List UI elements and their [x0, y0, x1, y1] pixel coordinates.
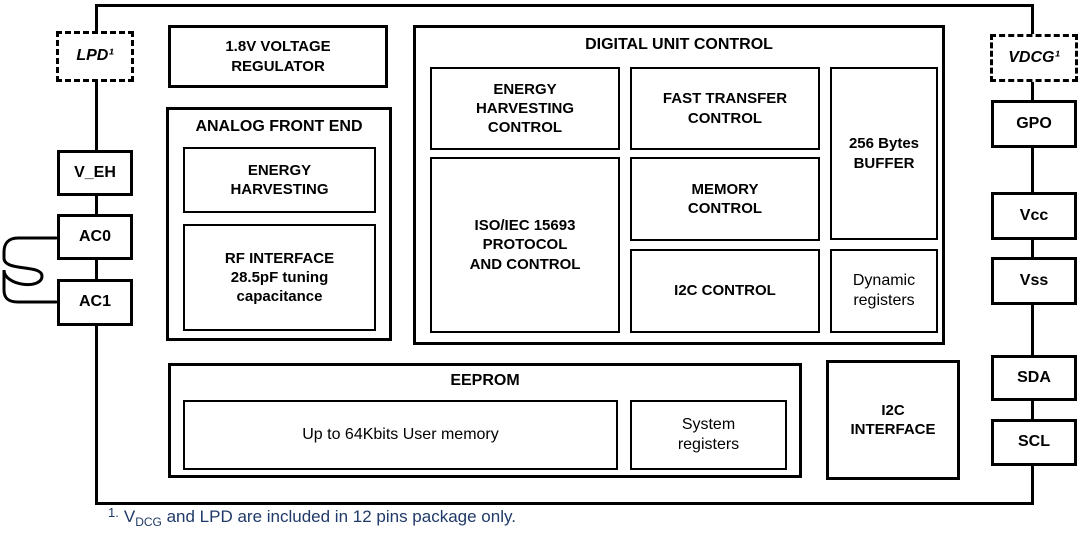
block-memory-control: MEMORY CONTROL	[630, 157, 820, 241]
block-energy-harvesting-label: ENERGY HARVESTING	[230, 161, 329, 198]
block-system-registers: System registers	[630, 400, 787, 470]
pin-ac1-label: AC1	[78, 293, 111, 311]
footnote-subscript: DCG	[135, 515, 162, 529]
pin-vcc-label: Vcc	[1019, 206, 1049, 224]
block-dynamic-registers: Dynamic registers	[830, 249, 938, 333]
pin-sda-label: SDA	[1017, 368, 1051, 386]
pin-v-eh-label: V_EH	[74, 163, 116, 181]
block-i2c-interface-label: I2C INTERFACE	[850, 401, 936, 438]
pin-gpo: GPO	[991, 100, 1077, 148]
pin-ac1: AC1	[57, 279, 133, 326]
pin-vss-label: Vss	[1019, 271, 1049, 289]
block-digital-unit-control-title: DIGITAL UNIT CONTROL	[585, 36, 773, 53]
pin-lpd-label: LPD¹	[76, 47, 114, 65]
pin-v-eh: V_EH	[57, 150, 133, 196]
block-user-memory: Up to 64Kbits User memory	[183, 400, 618, 470]
block-energy-harvesting-control-label: ENERGY HARVESTING CONTROL	[475, 80, 575, 137]
block-fast-transfer-control-label: FAST TRANSFER CONTROL	[662, 90, 788, 127]
antenna-coil-icon	[2, 236, 58, 304]
block-rf-interface: RF INTERFACE 28.5pF tuning capacitance	[183, 224, 376, 331]
pin-scl-label: SCL	[1018, 433, 1050, 451]
block-dynamic-registers-label: Dynamic registers	[852, 271, 916, 309]
pin-vcc: Vcc	[991, 192, 1077, 240]
block-i2c-control: I2C CONTROL	[630, 249, 820, 333]
block-256-bytes-buffer-label: 256 Bytes BUFFER	[848, 135, 920, 172]
footnote-marker: 1.	[108, 505, 119, 520]
block-user-memory-label: Up to 64Kbits User memory	[302, 425, 499, 443]
block-i2c-control-label: I2C CONTROL	[674, 282, 776, 300]
footnote: 1. VDCG and LPD are included in 12 pins p…	[108, 505, 516, 529]
block-analog-front-end-title: ANALOG FRONT END	[195, 118, 363, 135]
block-voltage-regulator-label: 1.8V VOLTAGE REGULATOR	[225, 38, 331, 75]
pin-vdcg: VDCG¹	[990, 34, 1078, 82]
pin-sda: SDA	[991, 355, 1077, 401]
block-system-registers-label: System registers	[677, 415, 740, 453]
block-energy-harvesting: ENERGY HARVESTING	[183, 147, 376, 213]
block-fast-transfer-control: FAST TRANSFER CONTROL	[630, 67, 820, 150]
block-rf-interface-label: RF INTERFACE 28.5pF tuning capacitance	[224, 249, 335, 306]
pin-vss: Vss	[991, 257, 1077, 305]
block-iso-protocol-control: ISO/IEC 15693 PROTOCOL AND CONTROL	[430, 157, 620, 333]
pin-lpd: LPD¹	[56, 31, 134, 82]
footnote-pre: V	[123, 507, 136, 526]
footnote-rest: and LPD are included in 12 pins package …	[161, 507, 516, 526]
pin-ac0-label: AC0	[78, 227, 111, 245]
block-eeprom-title: EEPROM	[450, 372, 520, 389]
block-i2c-interface: I2C INTERFACE	[826, 360, 960, 480]
pin-gpo-label: GPO	[1016, 114, 1052, 132]
block-iso-protocol-control-label: ISO/IEC 15693 PROTOCOL AND CONTROL	[469, 217, 581, 273]
block-voltage-regulator: 1.8V VOLTAGE REGULATOR	[168, 25, 388, 88]
block-256-bytes-buffer: 256 Bytes BUFFER	[830, 67, 938, 240]
pin-scl: SCL	[991, 419, 1077, 466]
block-memory-control-label: MEMORY CONTROL	[687, 180, 763, 217]
pin-ac0: AC0	[57, 214, 133, 260]
pin-vdcg-label: VDCG¹	[1008, 48, 1060, 66]
block-energy-harvesting-control: ENERGY HARVESTING CONTROL	[430, 67, 620, 150]
